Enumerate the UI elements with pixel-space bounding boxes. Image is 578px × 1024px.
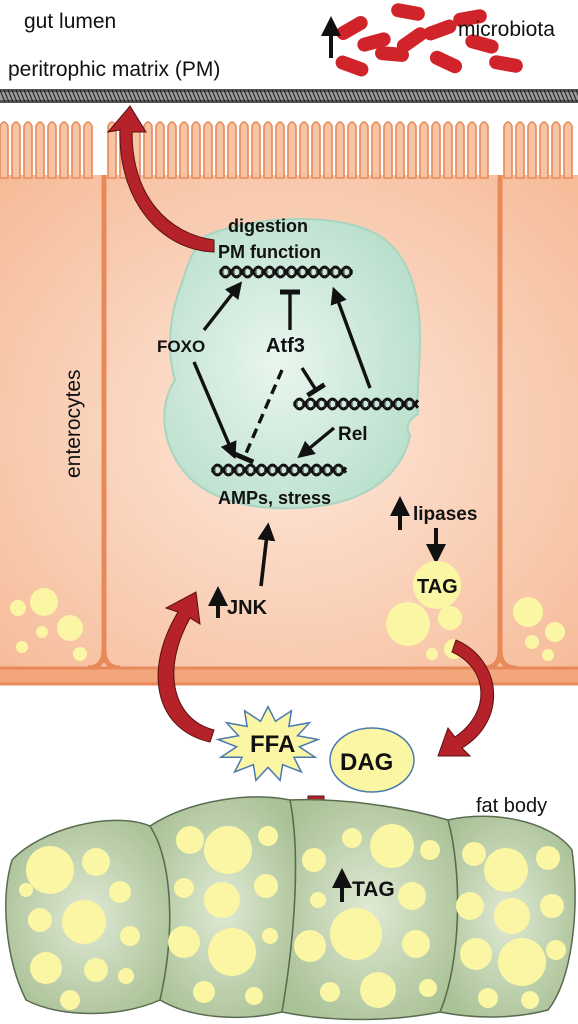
microbe-rod xyxy=(489,55,523,73)
tag-gut-label: TAG xyxy=(417,576,458,598)
microvillus xyxy=(251,121,261,179)
peritrophic-matrix-label: peritrophic matrix (PM) xyxy=(8,58,220,81)
microbe-rod xyxy=(336,16,368,40)
lipases-label: lipases xyxy=(413,504,477,525)
microvillus xyxy=(347,121,357,179)
microvillus xyxy=(0,121,9,179)
microvillus xyxy=(215,121,225,179)
amps-stress-label: AMPs, stress xyxy=(218,488,331,508)
fat-body-label: fat body xyxy=(476,795,547,817)
ffa-starburst xyxy=(215,704,321,783)
foxo-label: FOXO xyxy=(157,337,205,356)
microvillus xyxy=(359,121,369,179)
dna-helix-digestion xyxy=(218,265,354,279)
microbe-rod xyxy=(465,34,499,54)
rel-to-amps-arrow xyxy=(297,426,336,459)
microbe-rod xyxy=(391,3,425,21)
ffa-to-jnk-arrow xyxy=(157,591,215,743)
microvillus xyxy=(503,121,513,179)
dna-helix-amps xyxy=(210,463,348,477)
microvillus xyxy=(167,121,177,179)
microvillus xyxy=(515,121,525,179)
enterocytes-label: enterocytes xyxy=(62,369,85,478)
microvillus xyxy=(407,121,417,179)
ffa-label: FFA xyxy=(250,731,295,758)
atf3-label: Atf3 xyxy=(266,335,305,357)
microvillus xyxy=(431,121,441,179)
microvillus xyxy=(263,121,273,179)
microvillus xyxy=(395,121,405,179)
microbe-rod xyxy=(423,19,457,41)
regulatory-arrows xyxy=(192,281,372,465)
microvillus xyxy=(539,121,549,179)
microbe-rod xyxy=(396,27,428,53)
microvillus xyxy=(371,121,381,179)
jnk-label: JNK xyxy=(227,597,268,619)
fat-body xyxy=(5,796,576,1021)
peritrophic-matrix-band xyxy=(0,89,578,103)
dna-helix-rel-target xyxy=(292,397,420,411)
microbiota-cluster xyxy=(335,3,523,77)
foxo-to-digestion-arrow xyxy=(202,281,243,332)
microvillus xyxy=(275,121,285,179)
atf3-inhibits-rel-gene xyxy=(300,367,326,398)
rel-to-digestion-arrow xyxy=(330,286,372,389)
microvillus xyxy=(419,121,429,179)
microvillus xyxy=(83,121,93,179)
fat-body-lipid-droplets xyxy=(19,824,566,1010)
microvillus xyxy=(323,121,333,179)
tag-fat-body-label: TAG xyxy=(352,878,395,901)
tag-droplet-gut xyxy=(413,561,461,609)
microvillus xyxy=(47,121,57,179)
microvillus xyxy=(551,121,561,179)
rel-label: Rel xyxy=(338,424,368,445)
microvillus xyxy=(455,121,465,179)
microbiota-label: microbiota xyxy=(458,18,555,41)
microvillus xyxy=(383,121,393,179)
microvillus xyxy=(443,121,453,179)
microvillus xyxy=(59,121,69,179)
pm-function-label: PM function xyxy=(218,242,321,262)
microvillus xyxy=(335,121,345,179)
microbe-rod xyxy=(453,9,487,27)
foxo-to-amps-arrow xyxy=(192,361,237,460)
microvillus xyxy=(71,121,81,179)
pm-function-to-pm-arrow xyxy=(106,105,215,253)
microvillus xyxy=(311,121,321,179)
enterocyte-lipid-droplets xyxy=(10,588,565,661)
microvillus xyxy=(203,121,213,179)
microvillus xyxy=(563,121,573,179)
microvillus xyxy=(299,121,309,179)
microvillus xyxy=(479,121,489,179)
microbe-rod xyxy=(335,55,369,77)
microvillus xyxy=(467,121,477,179)
microvillus xyxy=(23,121,33,179)
microvillus xyxy=(239,121,249,179)
dag-label: DAG xyxy=(340,749,393,776)
microvillus xyxy=(143,121,153,179)
microvillus xyxy=(179,121,189,179)
microvillus xyxy=(287,121,297,179)
digestion-label: digestion xyxy=(228,216,308,236)
microvillus xyxy=(11,121,21,179)
microvillus xyxy=(527,121,537,179)
tag-to-dag-arrow xyxy=(437,639,495,757)
microvillus xyxy=(35,121,45,179)
jnk-to-amps-arrow xyxy=(257,522,276,587)
dag-droplet xyxy=(329,727,415,793)
microbe-rod xyxy=(429,50,463,74)
microvillus xyxy=(227,121,237,179)
microvillus xyxy=(191,121,201,179)
gut-lumen-label: gut lumen xyxy=(24,10,116,33)
microvillus xyxy=(155,121,165,179)
